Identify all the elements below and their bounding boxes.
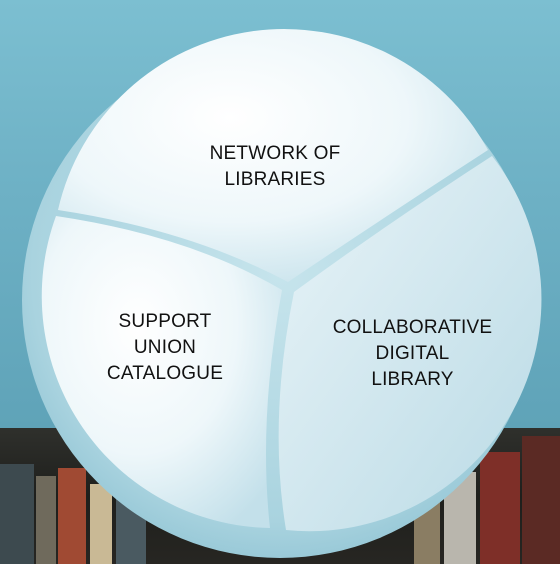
book: [0, 464, 34, 564]
segment-top-label: NETWORK OF LIBRARIES: [209, 143, 341, 190]
segment-top: [58, 29, 488, 282]
segment-right: [278, 156, 542, 532]
book: [36, 476, 56, 564]
book: [58, 468, 86, 564]
book: [522, 436, 560, 564]
book: [480, 452, 520, 564]
segment-left-label: SUPPORT UNION CATALOGUE: [106, 311, 224, 384]
segment-left: [41, 216, 283, 528]
book: [90, 484, 112, 564]
segment-right-label: COLLABORATIVE DIGITAL LIBRARY: [332, 317, 493, 390]
